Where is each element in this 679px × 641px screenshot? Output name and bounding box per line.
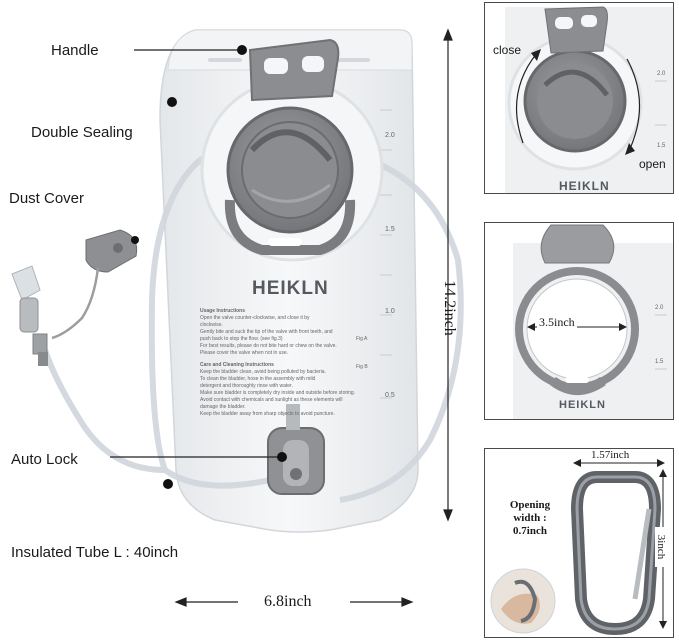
auto-lock-label: Auto Lock [11,451,78,468]
usage-instructions: Usage Instructions Open the valve counte… [200,308,337,356]
care-instructions: Care and Cleaning Instructions Keep the … [200,362,356,417]
bag-scale-0-5: 0.5 [385,392,395,399]
opening-panel-scale-1-5: 1.5 [655,359,664,365]
carabiner [570,471,662,636]
cap-panel-brand: HEIKLN [559,179,610,193]
opening-panel-brand: HEIKLN [559,399,606,411]
height-dimension-label: 14.2inch [441,280,458,336]
bag-scale-1-5: 1.5 [385,226,395,233]
carabiner-art [490,459,667,636]
handle-label: Handle [51,42,99,59]
fig-a-label: Fig A [356,336,368,342]
auto-lock-valve [267,404,325,495]
bag-scale-1-0: 1.0 [385,308,395,315]
cap-detail-panel: close open HEIKLN 2.0 1.5 [484,2,674,194]
close-label: close [493,43,522,57]
carabiner-width-label: 1.57inch [589,449,632,461]
cap-detail-art [505,6,673,193]
width-arrow [174,597,414,607]
handle [248,38,340,102]
cap-panel-scale-2-0: 2.0 [657,71,666,77]
width-dimension-label: 6.8inch [264,593,312,610]
double-sealing-label: Double Sealing [31,124,133,141]
cap-panel-scale-1-5: 1.5 [657,143,666,149]
opening-panel-scale-2-0: 2.0 [655,305,664,311]
bag-brand: HEIKLN [252,278,329,299]
bag-scale-2-0: 2.0 [385,132,395,139]
opening-detail-panel: 3.5inch HEIKLN 2.0 1.5 [484,222,674,420]
dust-cover-label: Dust Cover [9,190,85,207]
insulated-tube-label: Insulated Tube L : 40inch [11,544,179,561]
carabiner-length-label: 3inch [655,527,667,567]
fig-b-label: Fig B [356,364,368,370]
bite-valve [11,265,48,366]
opening-width-label: Opening width : 0.7inch [509,499,551,537]
open-label: open [639,157,666,171]
opening-detail-art [513,224,673,419]
dust-cover [51,229,138,340]
opening-diameter-label: 3.5inch [537,315,577,330]
carabiner-detail-panel: 1.57inch 3inch Opening width : 0.7inch [484,448,674,638]
height-arrow [443,28,453,522]
